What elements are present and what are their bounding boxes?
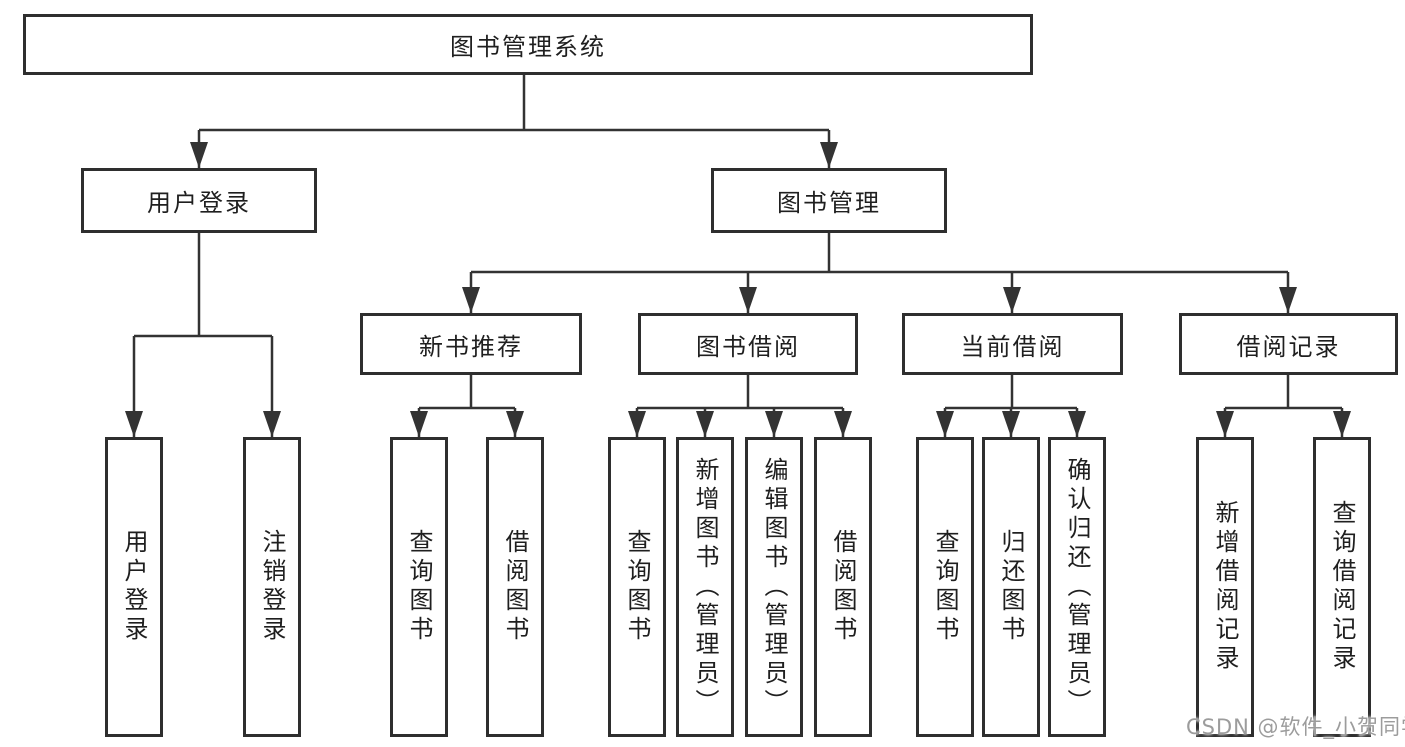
leaf-borrow-books-recommend: 借阅图书 xyxy=(486,437,544,737)
leaf-query-books-borrowing: 查询图书 xyxy=(608,437,666,737)
connector-user-login-children xyxy=(125,233,281,437)
node-book-management: 图书管理 xyxy=(711,168,947,233)
connector-book-borrowing-children xyxy=(628,375,852,437)
node-current-borrowing: 当前借阅 xyxy=(902,313,1123,375)
leaf-add-book-admin: 新增图书（管理员） xyxy=(676,437,734,737)
connector-borrowing-records-children xyxy=(1216,375,1351,437)
leaf-edit-book-admin: 编辑图书（管理员） xyxy=(745,437,803,737)
connector-current-borrowing-children xyxy=(936,375,1086,437)
node-library-system: 图书管理系统 xyxy=(23,14,1033,75)
connector-root-to-level2 xyxy=(190,75,838,168)
leaf-query-books-recommend: 查询图书 xyxy=(390,437,448,737)
node-book-borrowing: 图书借阅 xyxy=(638,313,858,375)
node-user-login: 用户登录 xyxy=(81,168,317,233)
leaf-logout: 注销登录 xyxy=(243,437,301,737)
leaf-borrow-books-borrowing: 借阅图书 xyxy=(814,437,872,737)
connector-book-management-children xyxy=(462,233,1297,313)
connector-new-book-recommendation-children xyxy=(410,375,524,437)
leaf-return-books: 归还图书 xyxy=(982,437,1040,737)
node-borrowing-records: 借阅记录 xyxy=(1179,313,1398,375)
leaf-query-books-current: 查询图书 xyxy=(916,437,974,737)
leaf-user-login: 用户登录 xyxy=(105,437,163,737)
leaf-query-borrow-record: 查询借阅记录 xyxy=(1313,437,1371,737)
watermark-text: CSDN @软件_小贺同学 xyxy=(1186,715,1405,739)
leaf-confirm-return-admin: 确认归还（管理员） xyxy=(1048,437,1106,737)
leaf-add-borrow-record: 新增借阅记录 xyxy=(1196,437,1254,737)
node-new-book-recommendation: 新书推荐 xyxy=(360,313,582,375)
